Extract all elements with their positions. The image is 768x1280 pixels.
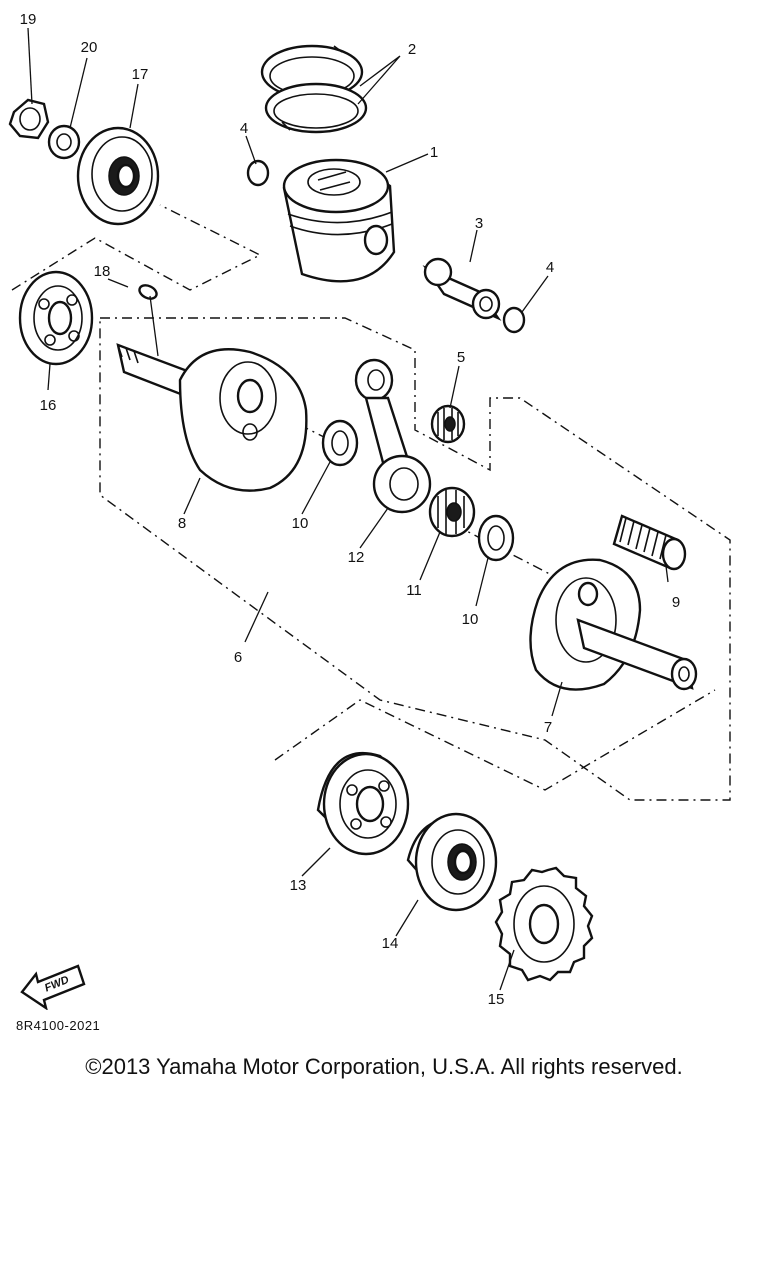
woodruff-key-part: [138, 284, 158, 300]
callout-14: 14: [382, 935, 399, 952]
crankshaft-assembly-boundary: [99, 317, 731, 801]
leader-lines: [27, 27, 669, 991]
oil-seal-part: [76, 126, 160, 226]
callout-16: 16: [40, 397, 57, 414]
circlip-upper-part: [246, 159, 270, 187]
crank-pin-part: [612, 514, 687, 571]
callout-3: 3: [475, 215, 483, 232]
callout-11: 11: [406, 582, 422, 599]
callout-10-left: 10: [292, 515, 309, 532]
bearing-left-part: [18, 270, 94, 366]
callout-5: 5: [457, 349, 465, 366]
bearing-16-guide: [11, 204, 262, 291]
callout-12: 12: [348, 549, 365, 566]
callout-4-upper: 4: [240, 120, 248, 137]
callout-labels: 19 20 17 2 1 4 3 4 18 5 16 8 10 12 11 10…: [20, 11, 681, 1008]
circlip-lower-part: [502, 306, 526, 334]
catalog-code: 8R4100-2021: [16, 1018, 101, 1033]
callout-17: 17: [132, 66, 149, 83]
lock-washer-part: [47, 124, 81, 160]
callout-7: 7: [544, 719, 552, 736]
callout-9: 9: [672, 594, 680, 611]
big-end-bearing-part: [428, 486, 476, 538]
thrust-washer-right-part: [477, 514, 515, 562]
primary-drive-gear-part: [494, 866, 594, 982]
piston-rings-part: [260, 44, 368, 134]
callout-8: 8: [178, 515, 186, 532]
crank-wheel-right-part: [529, 558, 698, 691]
piston-part: [282, 158, 396, 283]
oil-seal-right-part: [406, 812, 498, 912]
nut-part: [8, 98, 50, 140]
callout-13: 13: [290, 877, 307, 894]
bearing-right-part: [316, 751, 410, 856]
callout-2: 2: [408, 41, 416, 58]
thrust-washer-left-part: [321, 419, 359, 467]
piston-pin-part: [422, 257, 502, 321]
callout-15: 15: [488, 991, 505, 1008]
callout-18: 18: [94, 263, 111, 280]
small-end-bearing-part: [430, 404, 466, 444]
callout-4-lower: 4: [546, 259, 554, 276]
callout-10-right: 10: [462, 611, 479, 628]
assembly-boundaries: [11, 204, 731, 801]
callout-19: 19: [20, 11, 37, 28]
callout-20: 20: [81, 39, 98, 56]
crank-wheel-left-part: [116, 343, 308, 492]
callout-1: 1: [430, 144, 438, 161]
fwd-arrow-icon: FWD: [20, 964, 86, 1010]
callout-6: 6: [234, 649, 242, 666]
bearing-13-guide: [274, 689, 716, 791]
copyright-notice: ©2013 Yamaha Motor Corporation, U.S.A. A…: [85, 1054, 683, 1079]
connecting-rod-part: [354, 358, 432, 514]
crankshaft-piston-exploded-diagram: FWD 19 20 17 2 1 4 3 4 18 5: [8, 11, 731, 1010]
